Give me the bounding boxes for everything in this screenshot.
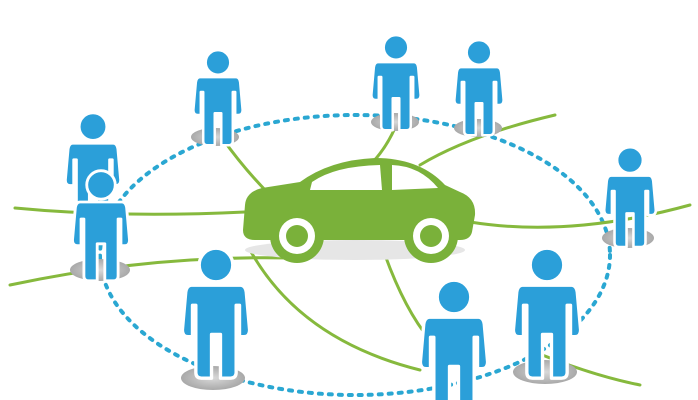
person-icon <box>180 246 252 380</box>
connection-line <box>418 113 557 167</box>
car-icon <box>243 158 476 263</box>
connection-line <box>8 256 292 287</box>
connection-lines <box>8 113 692 387</box>
connection-line <box>13 206 247 216</box>
connection-line <box>220 136 272 197</box>
person-icon <box>418 278 490 400</box>
connection-line <box>468 203 692 229</box>
connection-line <box>248 248 422 372</box>
dotted-ring <box>98 113 612 397</box>
